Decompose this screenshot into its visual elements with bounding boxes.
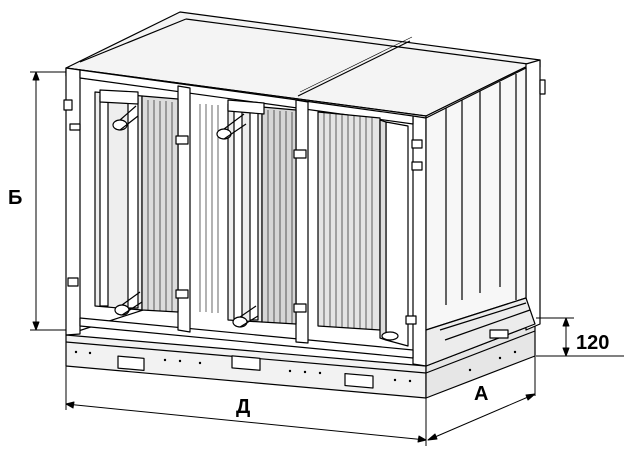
coil-1 [94,89,179,316]
base-height-dimension-label: 120 [576,332,610,354]
base-holes [74,350,517,383]
length-dimension-label: Д [236,396,251,418]
width-dimension-label: А [474,383,489,405]
door-latches [63,99,423,325]
height-dimension-label: Б [8,187,23,209]
right-side-panels [425,67,546,367]
coil-2 [199,99,297,328]
eliminator-section [317,111,409,347]
dimension-lines [30,71,624,446]
front-frame [65,59,541,367]
